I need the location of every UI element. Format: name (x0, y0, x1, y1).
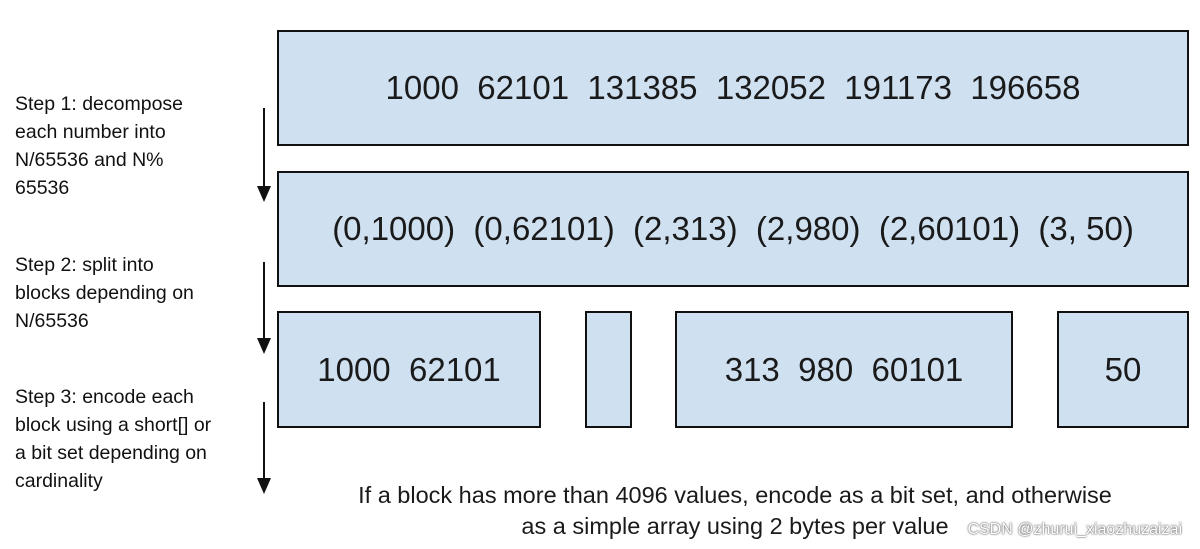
input-numbers-box: 1000 62101 131385 132052 191173 196658 (277, 30, 1189, 146)
watermark: CSDN @zhurui_xiaozhuzaizai (967, 521, 1182, 538)
block-0: 1000 62101 (277, 311, 541, 428)
pairs-text: (0,1000) (0,62101) (2,313) (2,980) (2,60… (332, 210, 1134, 247)
step-1-line: N/65536 and N% (15, 149, 164, 171)
step-2-label: Step 2: split into blocks depending on N… (15, 251, 194, 335)
step-2-line: N/65536 (15, 310, 89, 332)
block-3-text: 50 (1104, 350, 1142, 388)
block-1 (585, 311, 632, 428)
footnote: If a block has more than 4096 values, en… (297, 480, 1173, 542)
step-2-line: blocks depending on (15, 282, 194, 304)
step-3-label: Step 3: encode each block using a short[… (15, 383, 211, 495)
step-3-line: block using a short[] or (15, 414, 212, 436)
footnote-line-2: as a simple array using 2 bytes per valu… (521, 513, 949, 539)
block-2: 313 980 60101 (675, 311, 1013, 428)
block-0-text: 1000 62101 (317, 350, 501, 388)
step-1-label: Step 1: decompose each number into N/655… (15, 90, 183, 202)
step-1-line: each number into (15, 121, 166, 143)
step-3-arrow (257, 402, 271, 494)
step-1-line: 65536 (15, 177, 70, 199)
block-3: 50 (1057, 311, 1189, 428)
step-3-line: Step 3: encode each (15, 386, 194, 408)
step-2-line: Step 2: split into (15, 254, 154, 276)
input-numbers-text: 1000 62101 131385 132052 191173 196658 (385, 69, 1081, 106)
step-1-line: Step 1: decompose (15, 93, 184, 115)
step-2-arrow (257, 262, 271, 354)
block-2-text: 313 980 60101 (724, 350, 964, 388)
step-3-line: a bit set depending on (15, 442, 207, 464)
step-1-arrow (257, 108, 271, 202)
step-3-line: cardinality (15, 470, 103, 492)
footnote-line-1: If a block has more than 4096 values, en… (358, 482, 1112, 508)
pairs-box: (0,1000) (0,62101) (2,313) (2,980) (2,60… (277, 171, 1189, 287)
